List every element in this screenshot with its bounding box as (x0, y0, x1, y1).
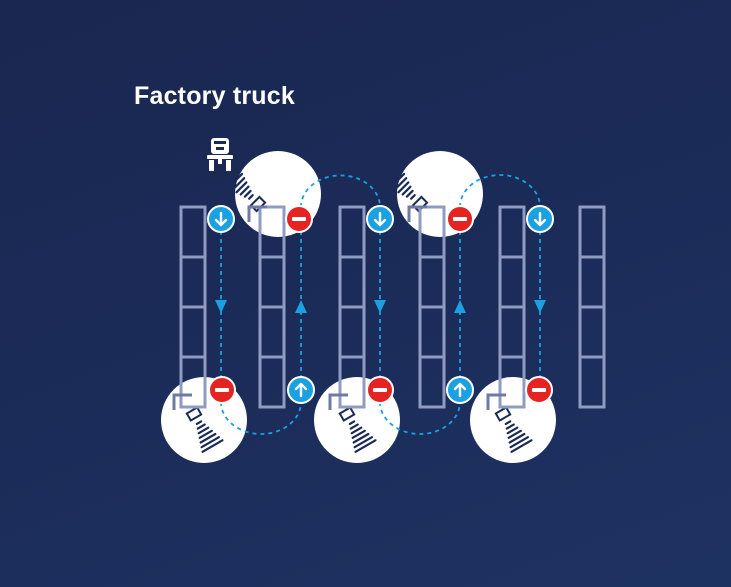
storage-rack-5 (498, 205, 526, 409)
no-entry-icon-3 (208, 376, 236, 404)
laser-scanner-icon (185, 406, 224, 453)
no-entry-icon-1 (285, 205, 313, 233)
rack-corner (407, 205, 427, 222)
rack-corner (172, 393, 192, 410)
direction-arrow-icon-5 (446, 376, 474, 404)
route-arrow-4 (454, 300, 466, 313)
route-turn-2 (300, 174, 381, 208)
no-entry-icon-2 (446, 205, 474, 233)
laser-scanner-icon (494, 406, 533, 453)
no-entry-icon-4 (366, 376, 394, 404)
route-turn-4 (459, 174, 541, 208)
direction-arrow-icon-1 (207, 205, 235, 233)
rack-corner (328, 393, 348, 410)
route-arrow-3 (374, 300, 386, 313)
rack-corner (247, 205, 267, 222)
rack-corner (486, 393, 506, 410)
no-entry-icon-5 (525, 376, 553, 404)
route-turn-3 (379, 401, 461, 435)
storage-rack-3 (338, 205, 366, 409)
storage-rack-4 (418, 205, 446, 409)
direction-arrow-icon-2 (366, 205, 394, 233)
direction-arrow-icon-4 (287, 376, 315, 404)
route-arrow-5 (534, 300, 546, 313)
direction-arrow-icon-3 (526, 205, 554, 233)
route-turn-1 (220, 401, 302, 435)
laser-scanner-icon (222, 168, 267, 213)
forklift-truck-icon (207, 138, 233, 171)
storage-rack-6 (578, 205, 606, 409)
route-arrow-1 (215, 300, 227, 313)
storage-rack-1 (179, 205, 207, 409)
route-arrow-2 (295, 300, 307, 313)
diagram-title: Factory truck (134, 82, 295, 110)
storage-rack-2 (258, 205, 286, 409)
laser-scanner-icon (338, 406, 377, 453)
